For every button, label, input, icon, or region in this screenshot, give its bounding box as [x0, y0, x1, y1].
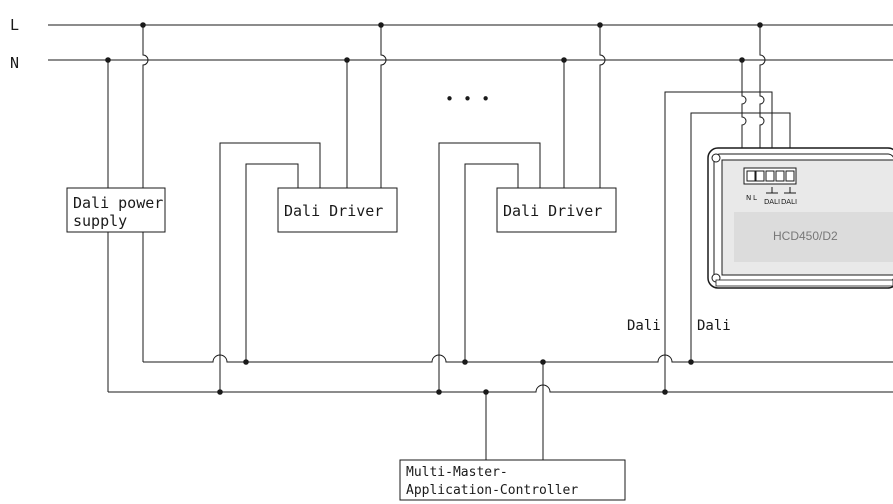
driver-1-label: Dali Driver: [284, 202, 383, 220]
controller-wiring: [485, 362, 544, 460]
phase-line-label: L: [10, 16, 19, 34]
dali-driver-2: Dali Driver: [496, 187, 617, 233]
driver-1-wiring: [219, 25, 387, 392]
terminal-l-label: L: [753, 194, 757, 202]
dali-bus-upper: [143, 354, 893, 363]
controller-label-line1: Multi-Master-: [406, 465, 508, 480]
terminal-dali-label-2: DALI: [781, 198, 797, 206]
dali-bus-lower: [108, 384, 893, 393]
multi-master-controller: Multi-Master- Application-Controller: [399, 459, 626, 501]
power-supply-label-line1: Dali power: [73, 194, 163, 212]
device-model-label: HCD450/D2: [773, 229, 838, 243]
dali-label-right: Dali: [697, 318, 731, 334]
terminal-block: [743, 167, 797, 194]
power-supply-wiring: [107, 25, 149, 392]
driver-2-wiring: [438, 25, 606, 392]
dali-driver-1: Dali Driver: [277, 187, 398, 233]
dali-label-left: Dali: [627, 318, 661, 334]
more-drivers-ellipsis: • • •: [445, 90, 490, 108]
power-supply-label-line2: supply: [73, 212, 127, 230]
dali-power-supply: Dali power supply: [66, 187, 166, 233]
terminal-dali-label-1: DALI: [764, 198, 780, 206]
hcd450-device: N L DALI DALI HCD450/D2: [707, 147, 893, 289]
neutral-line-label: N: [10, 54, 19, 72]
junction-dots: [105, 22, 763, 395]
terminal-n-label: N: [746, 194, 751, 202]
driver-2-label: Dali Driver: [503, 202, 602, 220]
controller-label-line2: Application-Controller: [406, 483, 578, 498]
